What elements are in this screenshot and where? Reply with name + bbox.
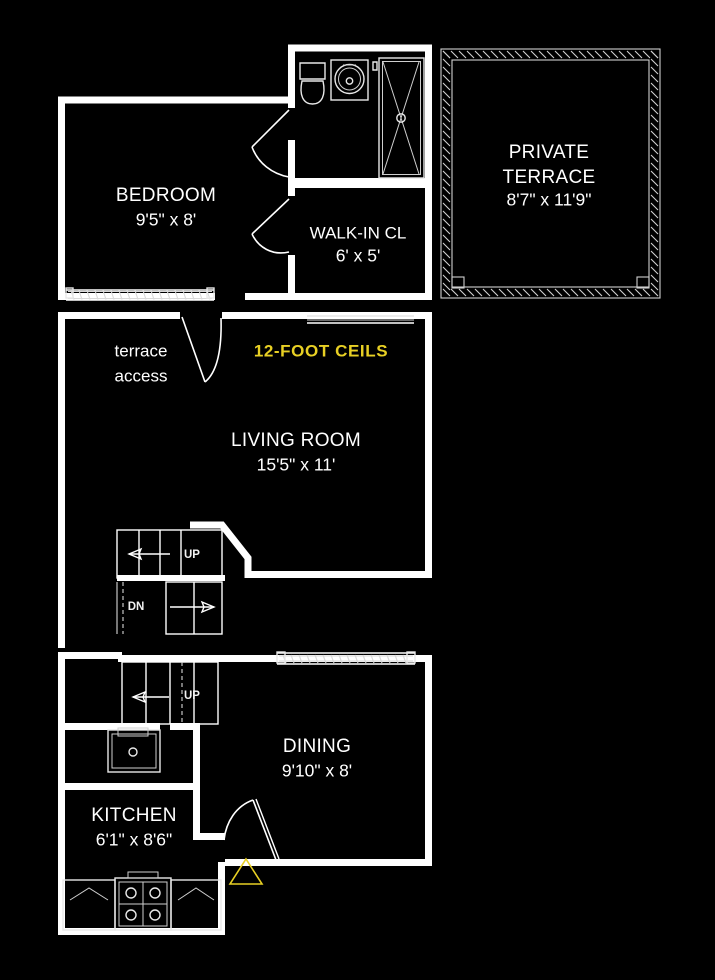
bedroom-label: BEDROOM [116,185,216,206]
walk-in-closet-walls [288,181,432,300]
terrace-dimensions: 8'7" x 11'9" [507,190,592,210]
stairs-kitchen [121,661,219,725]
stove-icon [114,871,172,931]
stairs-upper [116,521,252,581]
dining-window-north [276,651,416,665]
bedroom-window-south [65,287,215,301]
terrace-access-note-line1: terrace [115,341,168,360]
toilet-icon [299,62,326,105]
walk-in-closet-door [251,198,290,254]
terrace-label-line1: PRIVATE [509,142,590,163]
kitchen-counter-right-icon [170,879,222,931]
living-room-walls [58,312,432,648]
stair-up-label-lower: UP [184,690,200,702]
bathtub-icon [372,57,425,179]
bathroom-door [251,109,290,178]
living-room-label: LIVING ROOM [231,430,361,451]
terrace-access-door [181,316,222,383]
kitchen-dining-door [223,798,280,861]
walk-in-closet-label: WALK-IN CL [310,223,407,242]
ceiling-height-note: 12-FOOT CEILS [254,341,388,360]
private-terrace-railing [440,48,661,299]
stairs-lower [116,581,223,635]
bedroom-dimensions: 9'5" x 8' [136,210,197,230]
kitchen-sink-icon [107,727,161,773]
stair-down-label: DN [128,601,145,613]
terrace-label-line2: TERRACE [503,167,596,188]
walk-in-closet-dimensions: 6' x 5' [336,246,381,266]
bathroom-sink-icon [330,59,369,101]
direction-marker-triangle [228,857,264,885]
kitchen-counter-left-icon [62,879,116,931]
kitchen-label: KITCHEN [91,805,177,826]
kitchen-dimensions: 6'1" x 8'6" [96,830,173,850]
dining-label: DINING [283,736,351,757]
terrace-access-note-line2: access [115,366,168,385]
kitchen-dining-walls [58,652,432,935]
dining-dimensions: 9'10" x 8' [282,761,352,781]
living-room-dimensions: 15'5" x 11' [257,455,336,475]
living-room-window-north [307,312,414,324]
stair-up-label-upper: UP [184,549,200,561]
